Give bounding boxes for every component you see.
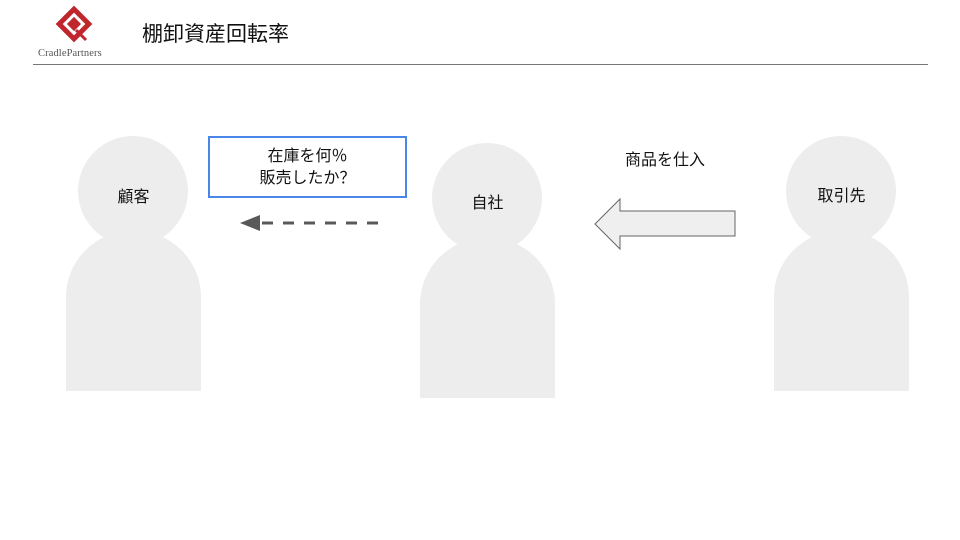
logo-text: CradlePartners	[38, 48, 102, 59]
company-figure: 自社	[420, 143, 555, 398]
supplier-body	[774, 231, 909, 391]
inventory-question-box: 在庫を何％ 販売したか？	[208, 136, 407, 198]
supplier-label: 取引先	[817, 186, 866, 205]
customer-figure: 顧客	[66, 136, 201, 391]
customer-label: 顧客	[117, 187, 150, 206]
note-line-1: 在庫を何％	[267, 146, 348, 165]
customer-head	[78, 136, 188, 246]
supplier-head	[786, 136, 896, 246]
logo-mark-icon	[55, 5, 93, 43]
purchase-block-arrow	[594, 197, 736, 251]
company-body	[420, 238, 555, 398]
note-line-2: 販売したか？	[259, 168, 356, 187]
purchase-label: 商品を仕入	[624, 150, 705, 169]
cradle-partners-logo: CradlePartners	[30, 4, 120, 62]
supplier-figure: 取引先	[774, 136, 909, 391]
sales-dashed-arrow	[240, 215, 378, 231]
company-label: 自社	[471, 193, 504, 212]
page-title: 棚卸資産回転率	[142, 22, 289, 46]
title-divider	[33, 64, 928, 65]
customer-body	[66, 231, 201, 391]
company-head	[432, 143, 542, 253]
